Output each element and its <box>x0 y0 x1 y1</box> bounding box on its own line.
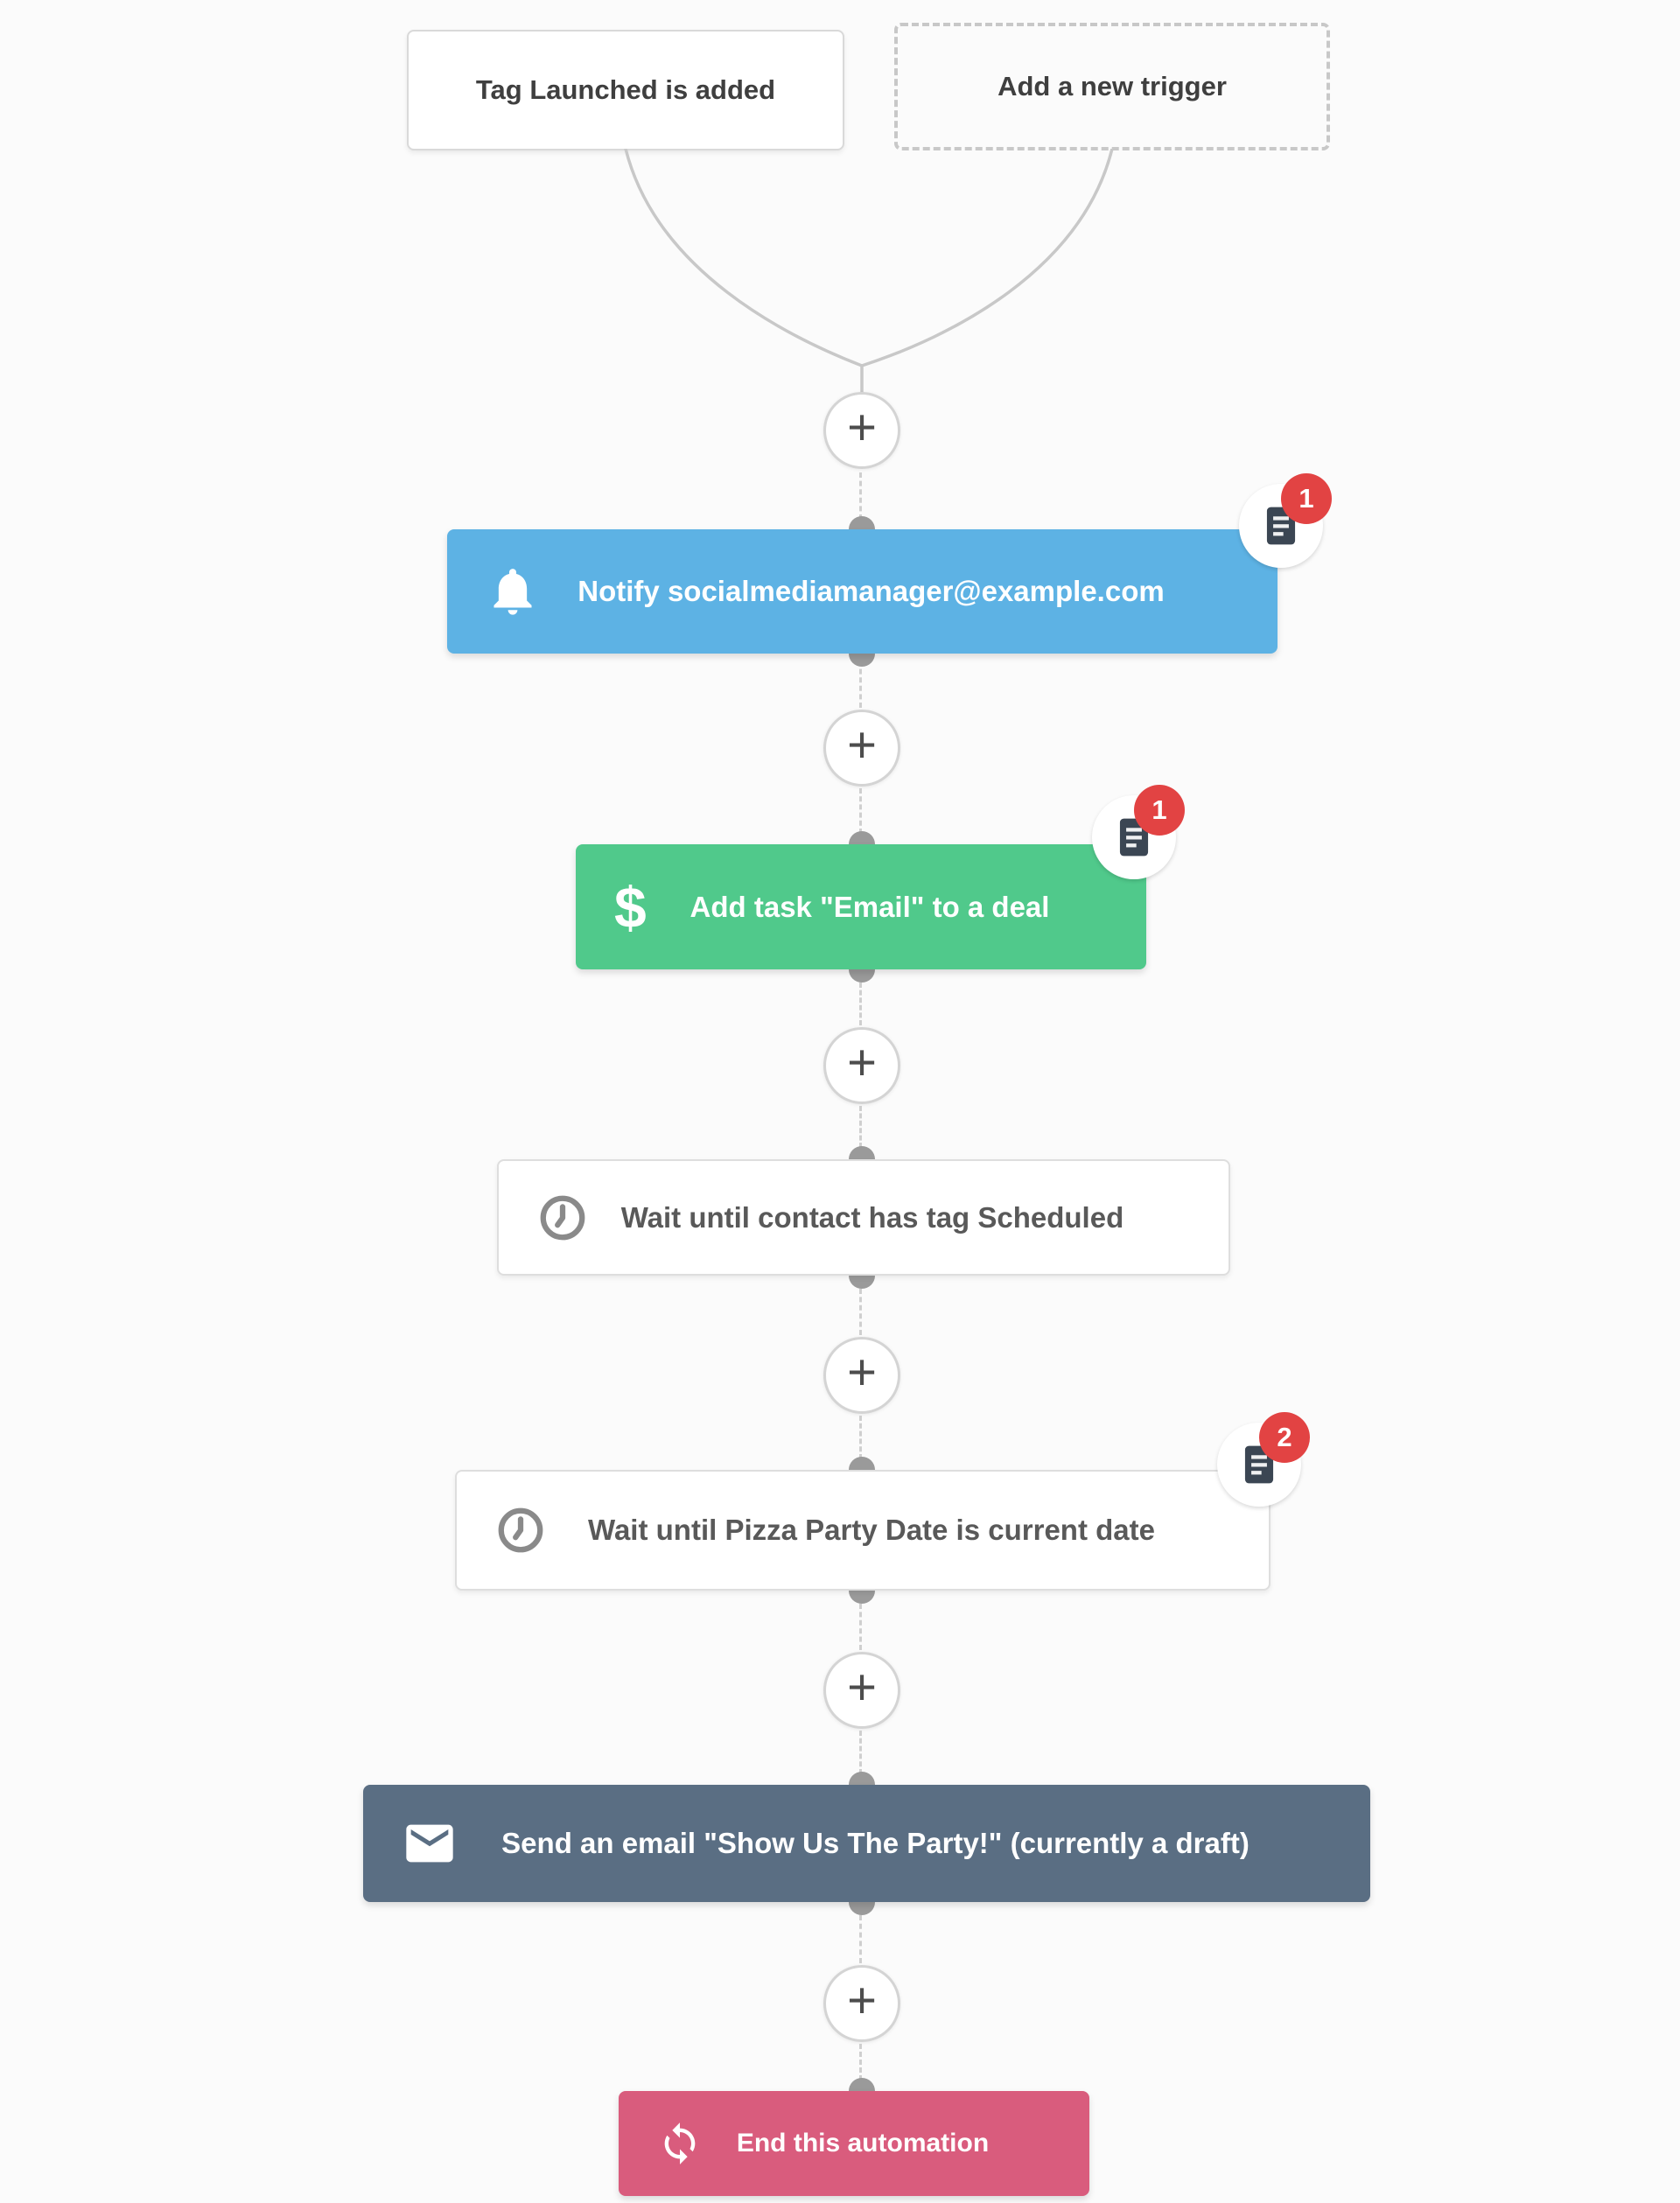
add-action-button-6[interactable]: + <box>823 1965 900 2042</box>
action-node-end-automation[interactable]: End this automation <box>619 2091 1089 2196</box>
action-label: Add task "Email" to a deal <box>690 890 1050 923</box>
notes-count-badge: 2 <box>1259 1412 1310 1463</box>
connector-line <box>859 983 862 1025</box>
action-label: End this automation <box>736 2129 990 2158</box>
action-label: Wait until Pizza Party Date is current d… <box>588 1514 1155 1546</box>
connector-line <box>859 1289 862 1335</box>
clock-icon <box>495 1505 546 1556</box>
action-node-add-task[interactable]: $ Add task "Email" to a deal 1 <box>576 785 1185 969</box>
notes-indicator[interactable]: 1 <box>1092 785 1185 879</box>
connector-line <box>859 1416 862 1459</box>
trigger-tag-launched[interactable]: Tag Launched is added <box>407 30 844 150</box>
add-trigger-label: Add a new trigger <box>998 71 1227 101</box>
add-action-button-4[interactable]: + <box>823 1337 900 1414</box>
envelope-icon <box>402 1815 458 1871</box>
action-label: Send an email "Show Us The Party!" (curr… <box>501 1827 1250 1859</box>
connector-line <box>859 1731 862 1774</box>
dollar-icon: $ <box>614 874 647 940</box>
trigger-merge-lines <box>624 149 1114 395</box>
action-node-wait-date[interactable]: Wait until Pizza Party Date is current d… <box>455 1412 1310 1591</box>
connector-line <box>859 1915 862 1963</box>
action-node-wait-tag[interactable]: Wait until contact has tag Scheduled <box>497 1159 1230 1276</box>
add-action-button-3[interactable]: + <box>823 1027 900 1104</box>
action-label: Notify socialmediamanager@example.com <box>578 575 1165 607</box>
add-action-button-5[interactable]: + <box>823 1652 900 1729</box>
notes-indicator[interactable]: 1 <box>1239 473 1332 568</box>
connector-line <box>859 472 862 520</box>
notes-count-badge: 1 <box>1281 473 1332 524</box>
add-action-button-1[interactable]: + <box>823 392 900 469</box>
connector-line <box>859 788 862 834</box>
connector-line <box>859 1106 862 1148</box>
add-new-trigger-button[interactable]: Add a new trigger <box>894 23 1330 150</box>
bell-icon <box>486 564 540 619</box>
sync-icon <box>657 2121 703 2166</box>
connector-line <box>859 1604 862 1650</box>
action-node-send-email[interactable]: Send an email "Show Us The Party!" (curr… <box>363 1785 1370 1902</box>
notes-count-badge: 1 <box>1134 785 1185 836</box>
notes-indicator[interactable]: 2 <box>1217 1412 1310 1507</box>
connector-line <box>859 661 862 708</box>
clock-icon <box>537 1192 588 1243</box>
add-action-button-2[interactable]: + <box>823 710 900 787</box>
action-label: Wait until contact has tag Scheduled <box>620 1200 1124 1234</box>
action-node-notify[interactable]: Notify socialmediamanager@example.com 1 <box>447 473 1332 654</box>
trigger-label: Tag Launched is added <box>475 74 776 105</box>
connector-line <box>859 2044 862 2081</box>
